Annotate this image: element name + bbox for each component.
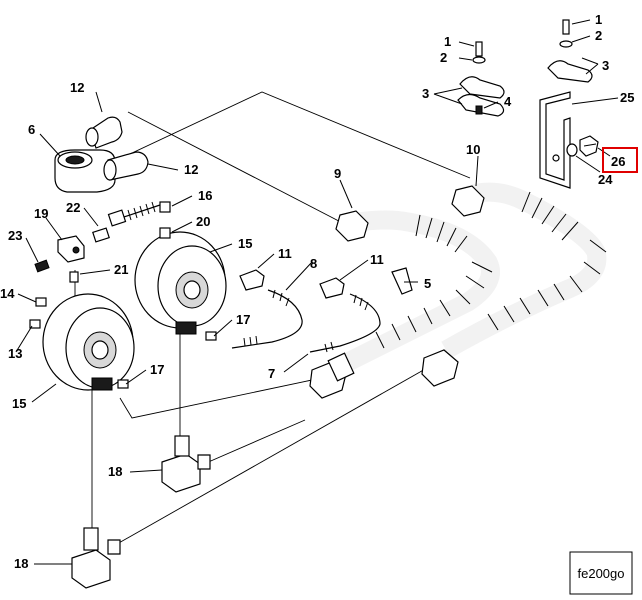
callout-10: 10 xyxy=(466,142,480,157)
part-9-hose xyxy=(309,210,500,399)
callout-9: 9 xyxy=(334,166,341,181)
callout-13: 13 xyxy=(8,346,22,361)
callout-17-left: 17 xyxy=(150,362,164,377)
callout-21: 21 xyxy=(114,262,128,277)
part-18-elbow-lower xyxy=(71,527,121,589)
callout-14: 14 xyxy=(0,286,15,301)
callout-3-right: 3 xyxy=(602,58,609,73)
callout-12-lower: 12 xyxy=(184,162,198,177)
callout-26: 26 xyxy=(611,154,625,169)
part-26-bolt xyxy=(579,135,599,157)
callout-19: 19 xyxy=(34,206,48,221)
callout-1-right: 1 xyxy=(595,12,602,27)
figure-reference-box: fe200go xyxy=(569,551,633,595)
part-23-sensor xyxy=(34,259,50,273)
part-6-elbow-housing xyxy=(54,149,116,193)
part-8-hose xyxy=(231,289,303,349)
clamp-assembly-left xyxy=(457,41,505,117)
callout-25: 25 xyxy=(620,90,634,105)
part-12-fitting-upper xyxy=(85,116,123,149)
callout-7: 7 xyxy=(268,366,275,381)
part-7-hose xyxy=(309,293,381,353)
leader-lines xyxy=(15,19,619,565)
part-small-fittings xyxy=(29,227,217,389)
part-18-elbow-upper xyxy=(161,435,211,493)
callout-5: 5 xyxy=(424,276,431,291)
callout-6: 6 xyxy=(28,122,35,137)
part-10-hose xyxy=(421,182,607,387)
part-11-fittings xyxy=(239,269,345,299)
callout-24: 24 xyxy=(598,172,613,187)
callout-18-upper: 18 xyxy=(108,464,122,479)
callout-2-left: 2 xyxy=(440,50,447,65)
part-5-clip xyxy=(391,267,413,295)
callout-15-right: 15 xyxy=(238,236,252,251)
callout-2-right: 2 xyxy=(595,28,602,43)
part-25-bracket xyxy=(539,91,571,189)
callout-18-lower: 18 xyxy=(14,556,28,571)
callout-26-highlight-box xyxy=(602,147,638,173)
clamp-assembly-right xyxy=(547,19,593,83)
callout-3-left: 3 xyxy=(422,86,429,101)
callout-11-left: 11 xyxy=(278,246,292,261)
part-24-washer xyxy=(566,143,578,157)
callout-22: 22 xyxy=(66,200,80,215)
figure-reference-code: fe200go xyxy=(578,566,625,581)
callout-8: 8 xyxy=(310,256,317,271)
callout-12-upper: 12 xyxy=(70,80,84,95)
callout-16: 16 xyxy=(198,188,212,203)
callout-20: 20 xyxy=(196,214,210,229)
callout-15-left: 15 xyxy=(12,396,26,411)
part-15-regulator-left xyxy=(42,293,135,391)
part-15-regulator-right xyxy=(134,231,227,335)
callout-23: 23 xyxy=(8,228,22,243)
part-16-hose xyxy=(107,201,171,227)
callout-17-right: 17 xyxy=(236,312,250,327)
part-22-fitting xyxy=(92,227,110,243)
part-19-valve xyxy=(57,235,85,263)
callout-1-left: 1 xyxy=(444,34,451,49)
callout-11-right: 11 xyxy=(370,252,384,267)
callout-labels: 1 1 2 2 3 3 4 5 6 7 8 9 10 11 11 12 12 1… xyxy=(0,12,638,571)
callout-4: 4 xyxy=(504,94,512,109)
part-12-fitting-lower xyxy=(103,151,149,181)
